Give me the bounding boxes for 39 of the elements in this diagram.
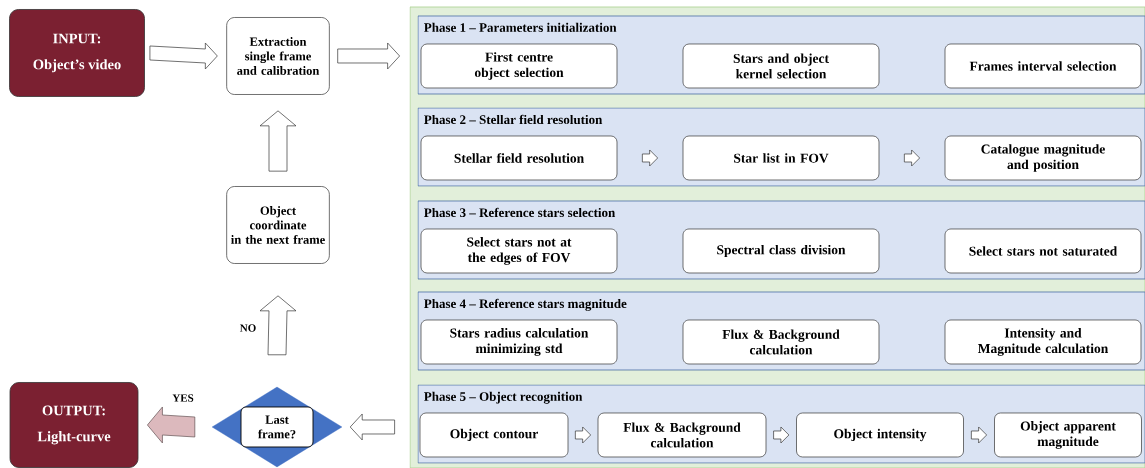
process-box: Object coordinate in the next frame <box>226 186 330 264</box>
step-box: Catalogue magnitude and position <box>944 135 1142 181</box>
step-box: Flux & Background calculation <box>597 412 767 458</box>
step-box: First centre object selection <box>420 43 618 89</box>
block-arrow <box>773 426 790 444</box>
terminal-box: INPUT: Object’s video <box>9 9 145 97</box>
edge-label: NO <box>238 323 258 333</box>
step-box: Object apparent magnitude <box>994 412 1142 458</box>
label-box: Last frame? <box>240 406 314 448</box>
step-box: Spectral class division <box>682 228 880 274</box>
phase-heading: Phase 2 – Stellar field resolution <box>424 114 603 125</box>
step-box: Select stars not at the edges of FOV <box>420 228 618 274</box>
block-arrow <box>147 406 196 444</box>
process-box: Extraction single frame and calibration <box>226 17 330 95</box>
step-box: Stars radius calculation minimizing std <box>420 319 618 365</box>
block-arrow <box>149 42 218 70</box>
step-box: Stellar field resolution <box>420 135 618 181</box>
block-arrow <box>904 149 920 167</box>
phase-heading: Phase 5 – Object recognition <box>424 391 583 404</box>
step-box: Frames interval selection <box>944 43 1142 89</box>
block-arrow <box>349 413 395 441</box>
block-arrow <box>259 295 297 356</box>
block-arrow <box>971 426 987 444</box>
block-arrow <box>259 110 297 172</box>
step-box: Flux & Background calculation <box>682 319 880 365</box>
block-arrow <box>337 42 400 70</box>
phase-heading: Phase 1 – Parameters initialization <box>424 22 617 32</box>
step-box: Object intensity <box>796 412 964 458</box>
step-box: Object contour <box>419 412 569 458</box>
phase-heading: Phase 3 – Reference stars selection <box>424 207 616 218</box>
step-box: Star list in FOV <box>682 135 880 181</box>
step-box: Select stars not saturated <box>944 228 1142 274</box>
block-arrow <box>642 149 658 167</box>
block-arrow <box>575 426 591 444</box>
terminal-box: OUTPUT: Light-curve <box>9 382 139 468</box>
step-box: Stars and object kernel selection <box>682 43 880 89</box>
edge-label: YES <box>171 393 195 403</box>
phase-heading: Phase 4 – Reference stars magnitude <box>424 298 627 311</box>
step-box: Intensity and Magnitude calculation <box>944 319 1142 365</box>
